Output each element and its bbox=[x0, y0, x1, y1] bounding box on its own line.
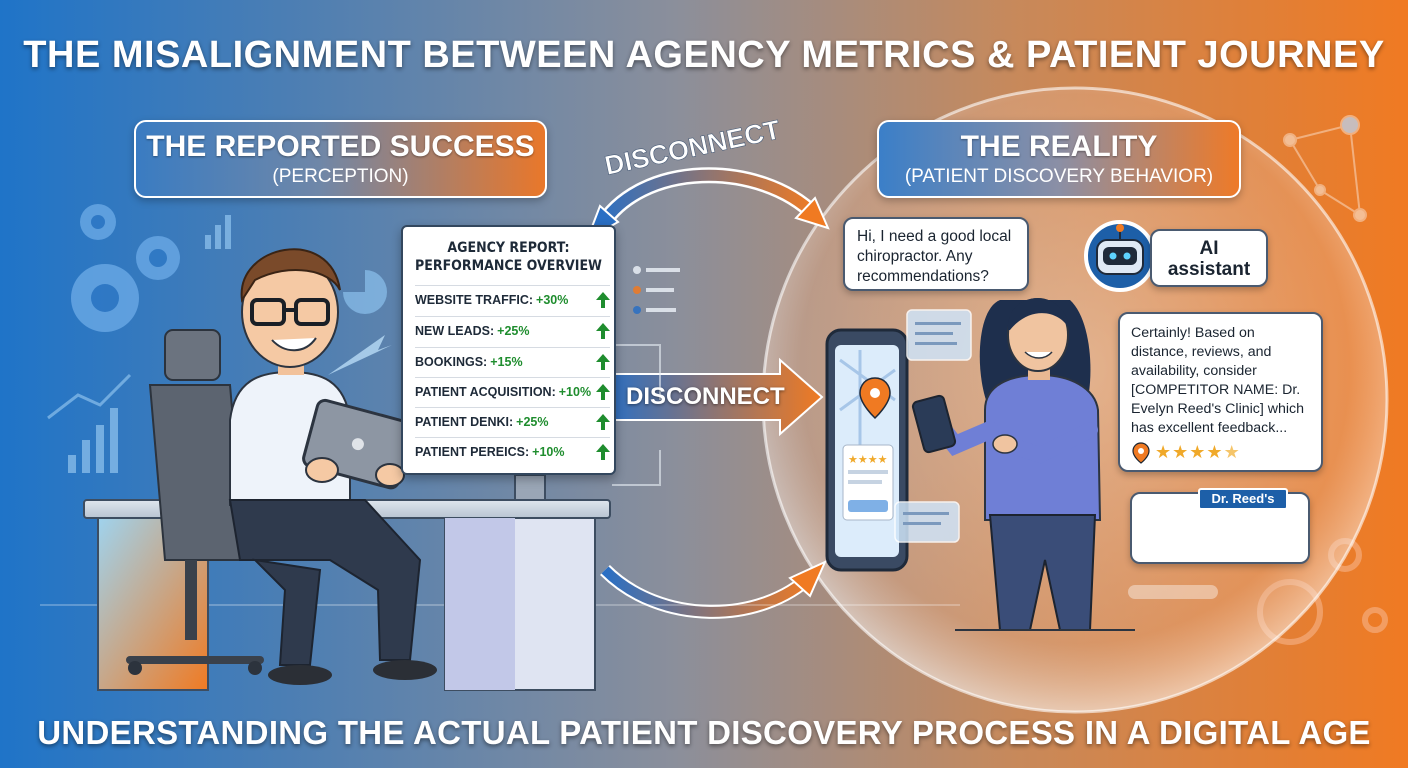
report-row-label: NEW LEADS: bbox=[415, 324, 495, 338]
star-icon: ★ bbox=[1155, 442, 1173, 463]
arrowhead-right bbox=[794, 196, 830, 230]
patient-woman-illustration bbox=[911, 298, 1102, 631]
clinic-sign: Dr. Reed's bbox=[1198, 488, 1288, 510]
ai-answer-text: Certainly! Based on distance, reviews, a… bbox=[1131, 325, 1305, 436]
arrow-up-icon bbox=[596, 323, 610, 339]
reported-success-subheading: (PERCEPTION) bbox=[272, 166, 409, 187]
bar-chart-icon bbox=[68, 215, 231, 473]
star-icon: ★ bbox=[1206, 442, 1224, 463]
arrow-up-icon bbox=[596, 354, 610, 370]
report-row-value: +25% bbox=[497, 324, 530, 338]
star-icon: ★ bbox=[1189, 442, 1207, 463]
agency-man-illustration bbox=[228, 248, 437, 685]
report-row: NEW LEADS:+25% bbox=[415, 316, 610, 344]
patient-message: Hi, I need a good local chiropractor. An… bbox=[857, 228, 1012, 285]
arrow-up-icon bbox=[596, 292, 610, 308]
map-pin-icon bbox=[1132, 442, 1150, 464]
ai-label-line-1: AI bbox=[1199, 238, 1219, 259]
pie-chart-icon bbox=[343, 270, 387, 314]
report-row-label: WEBSITE TRAFFIC: bbox=[415, 293, 534, 307]
report-row-value: +10% bbox=[558, 385, 592, 399]
report-row-label: PATIENT DENKI: bbox=[415, 415, 514, 429]
report-title-line-1: AGENCY REPORT: bbox=[447, 240, 570, 256]
report-row-label: BOOKINGS: bbox=[415, 355, 488, 369]
reality-subheading: (PATIENT DISCOVERY BEHAVIOR) bbox=[904, 166, 1214, 187]
report-row: PATIENT ACQUISITION:+10% bbox=[415, 377, 610, 405]
star-icon: ★ bbox=[1172, 442, 1190, 463]
trend-line-icon bbox=[47, 373, 132, 420]
ai-assistant-label-bubble: AI assistant bbox=[1150, 229, 1268, 287]
reported-success-heading: THE REPORTED SUCCESS bbox=[146, 130, 535, 163]
ai-answer-rating: ★★★★★ bbox=[1131, 442, 1310, 464]
patient-speech-bubble: Hi, I need a good local chiropractor. An… bbox=[843, 217, 1029, 291]
arrow-up-icon bbox=[596, 414, 610, 430]
star-icon: ★ bbox=[1223, 442, 1241, 463]
report-row: WEBSITE TRAFFIC:+30% bbox=[415, 285, 610, 313]
arrow-up-icon bbox=[596, 444, 610, 460]
agency-report-card: AGENCY REPORT: PERFORMANCE OVERVIEW WEBS… bbox=[401, 225, 616, 475]
report-row-value: +30% bbox=[536, 293, 569, 307]
report-row-value: +10% bbox=[532, 445, 565, 459]
reality-header: THE REALITY (PATIENT DISCOVERY BEHAVIOR) bbox=[877, 120, 1241, 198]
report-row: PATIENT DENKI:+25% bbox=[415, 407, 610, 435]
smartphone-illustration: ★★★★ bbox=[825, 328, 909, 572]
network-icon bbox=[1283, 115, 1367, 222]
report-row: PATIENT PEREICS:+10% bbox=[415, 437, 610, 465]
ai-answer-bubble: Certainly! Based on distance, reviews, a… bbox=[1118, 312, 1323, 472]
reported-success-header: THE REPORTED SUCCESS (PERCEPTION) bbox=[134, 120, 547, 198]
report-row-label: PATIENT PEREICS: bbox=[415, 445, 530, 459]
ai-label-line-2: assistant bbox=[1167, 259, 1251, 280]
bottom-subtitle: UNDERSTANDING THE ACTUAL PATIENT DISCOVE… bbox=[37, 714, 1371, 751]
report-row-value: +15% bbox=[490, 355, 523, 369]
reality-heading: THE REALITY bbox=[960, 130, 1158, 163]
robot-icon bbox=[1084, 220, 1156, 292]
report-title-line-2: PERFORMANCE OVERVIEW bbox=[415, 258, 602, 274]
star-rating: ★★★★★ bbox=[1155, 442, 1241, 464]
rocket-trend-icon bbox=[328, 335, 392, 375]
main-title: THE MISALIGNMENT BETWEEN AGENCY METRICS … bbox=[23, 34, 1385, 76]
list-icon bbox=[633, 266, 680, 314]
gear-icon bbox=[71, 204, 180, 332]
report-row-value: +25% bbox=[516, 415, 549, 429]
arrow-up-icon bbox=[596, 384, 610, 400]
disconnect-middle-label: DISCONNECT bbox=[626, 383, 785, 410]
report-title: AGENCY REPORT: PERFORMANCE OVERVIEW bbox=[403, 239, 614, 275]
report-row-label: PATIENT ACQUISITION: bbox=[415, 385, 556, 399]
report-row: BOOKINGS:+15% bbox=[415, 347, 610, 375]
svg-text:★★★★: ★★★★ bbox=[848, 453, 888, 466]
